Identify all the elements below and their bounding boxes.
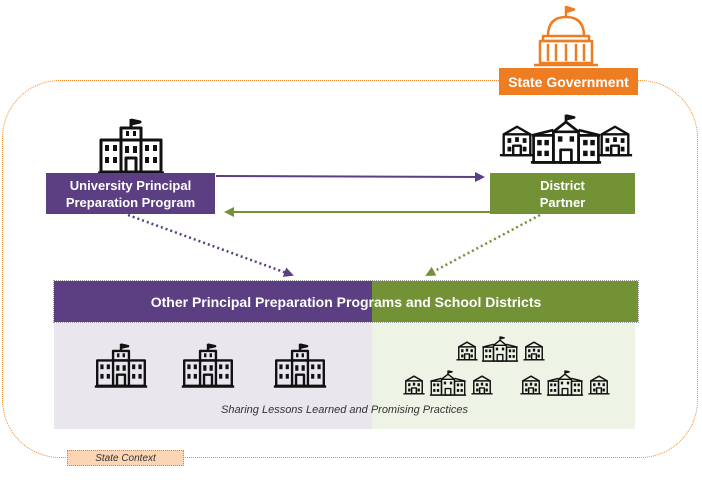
university-line2: Preparation Program (65, 194, 196, 210)
school-icon (429, 370, 467, 396)
district-to-network-arrow (425, 213, 541, 277)
network-banner-purple (54, 281, 374, 322)
district-line2: Partner (539, 194, 586, 210)
network-title: Other Principal Preparation Programs and… (150, 293, 542, 310)
school-icon (470, 375, 494, 395)
university-building-icon (93, 343, 149, 389)
school-icon (587, 375, 611, 395)
university-building-icon (180, 343, 236, 389)
network-banner-border (53, 280, 639, 323)
network-banner-green (372, 281, 638, 322)
university-program-box: University Principal Preparation Program (46, 173, 215, 214)
capitol-dome-icon (534, 5, 598, 67)
school-icon (519, 375, 543, 395)
school-icon (455, 341, 479, 361)
school-icon (546, 370, 584, 396)
other-districts-icons (402, 336, 611, 396)
state-context-frame (2, 80, 698, 458)
school-icon (402, 375, 426, 395)
school-icon (522, 341, 546, 361)
school-icon (481, 336, 519, 362)
university-building-icon (272, 343, 328, 389)
other-programs-icons (93, 343, 328, 389)
university-line1: University Principal (69, 177, 192, 193)
state-government-label: State Government (499, 68, 638, 95)
districts-panel (372, 323, 635, 429)
sharing-caption: Sharing Lessons Learned and Promising Pr… (220, 404, 469, 416)
state-context-label: State Context (67, 450, 184, 466)
district-line1: District (540, 177, 585, 193)
university-to-network-arrow (127, 213, 294, 277)
district-partner-box: District Partner (490, 173, 635, 214)
university-to-district-arrow (215, 171, 485, 182)
